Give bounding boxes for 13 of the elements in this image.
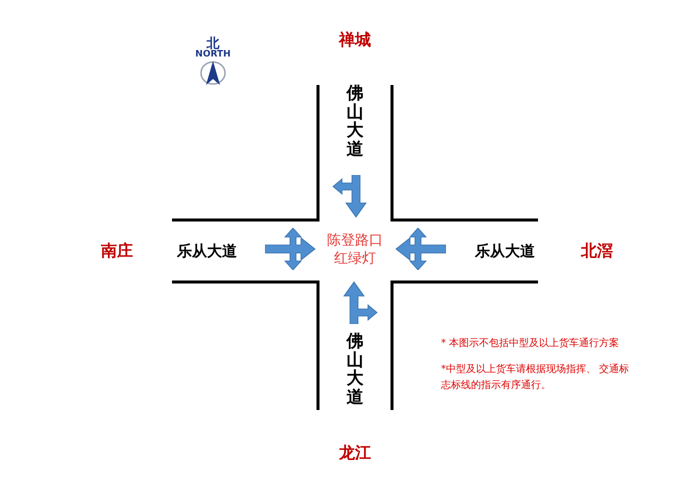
- place-name: 南庄: [101, 240, 133, 262]
- compass-label: NORTH: [195, 50, 231, 60]
- north-label: 北: [206, 38, 220, 50]
- place-name: 龙江: [339, 442, 371, 464]
- road-name: 乐从大道: [475, 240, 535, 262]
- note-text: * 本图示不包括中型及以上货车通行方案: [441, 336, 620, 351]
- road-name: 佛山大道: [346, 332, 364, 408]
- place-name: 北滘: [581, 240, 613, 262]
- road-name: 乐从大道: [177, 240, 237, 262]
- intersection-label: 陈登路口红绿灯: [326, 232, 384, 268]
- note-text: *中型及以上货车请根据现场指挥、 交通标志标线的指示有序通行。: [441, 362, 630, 393]
- place-name: 禅城: [339, 29, 371, 51]
- road-name: 佛山大道: [346, 84, 364, 160]
